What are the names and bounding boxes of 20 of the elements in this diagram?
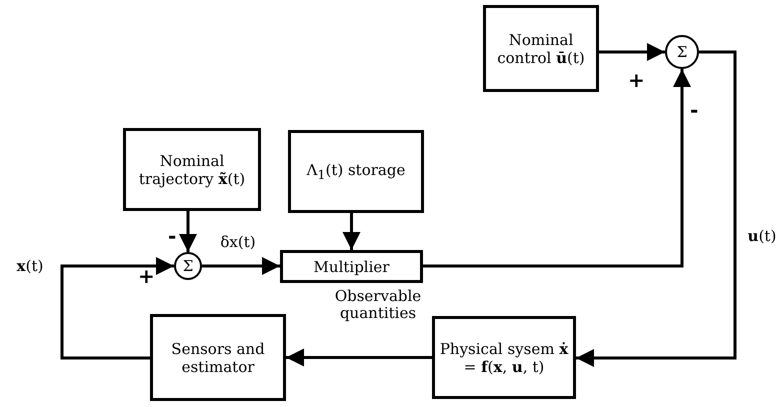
process-box: Sensors and estimator (150, 314, 286, 401)
arrow (179, 211, 197, 252)
sign-label: + (628, 70, 645, 90)
summing-junction: Σ (665, 35, 699, 69)
arrow (423, 69, 691, 268)
arrow (599, 43, 665, 61)
arrow (576, 50, 736, 367)
process-box: Nominal trajectory x̃(t) (123, 128, 261, 211)
process-box: Multiplier (280, 250, 423, 283)
sign-label: - (690, 100, 698, 120)
arrow (202, 257, 280, 275)
arrow (60, 257, 174, 360)
sign-label: + (138, 266, 155, 286)
process-box: Nominal control ū(t) (483, 5, 599, 92)
summing-junction: Σ (174, 252, 202, 280)
process-box: Λ$_{1}$(t) storage (288, 130, 424, 213)
arrow (286, 348, 432, 366)
process-box: Physical sysem ẋ = f(x, u, t) (432, 316, 576, 399)
sign-label: - (168, 226, 176, 246)
arrow (342, 213, 360, 250)
